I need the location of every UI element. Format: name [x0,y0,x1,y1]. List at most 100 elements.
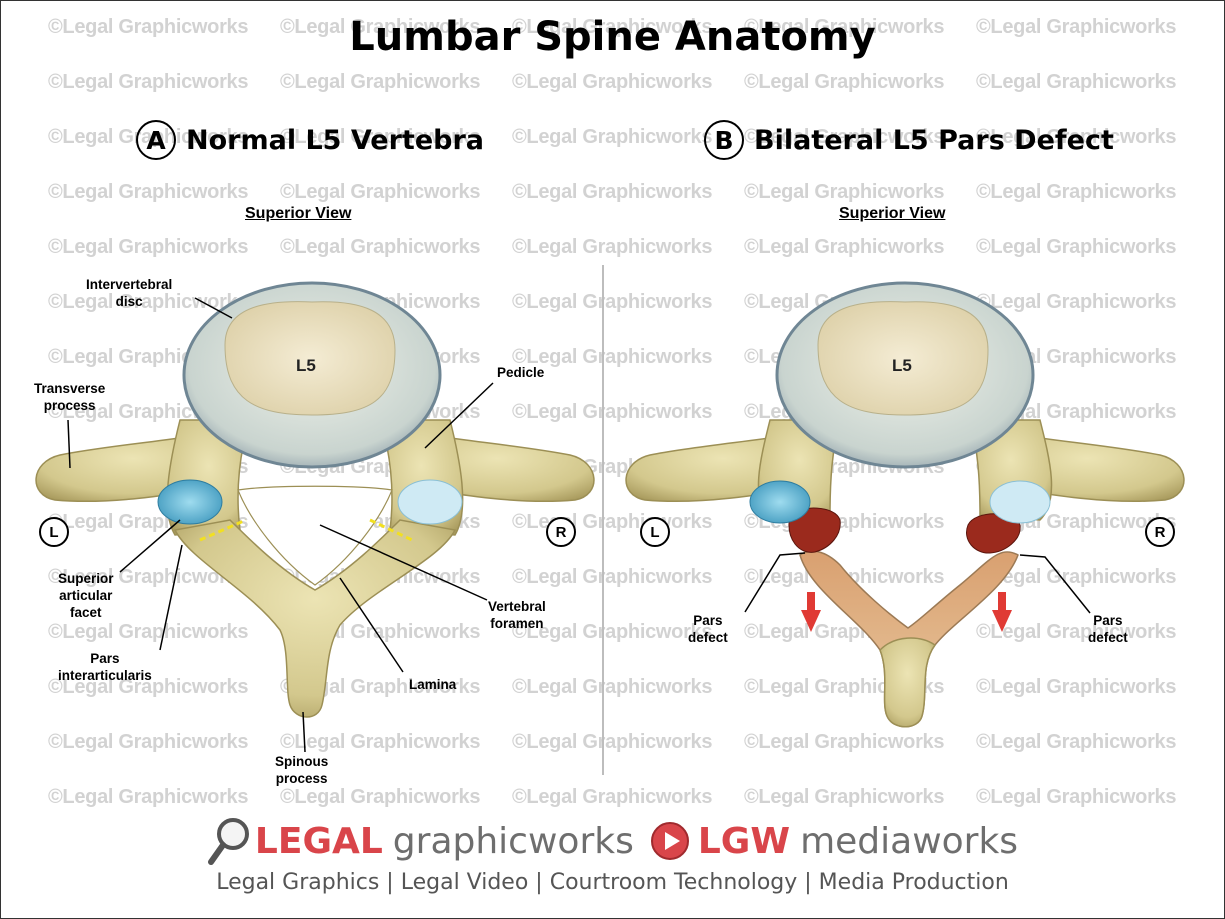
brand1-strong: LEGAL [254,820,383,862]
copyright-watermark: ©Legal Graphicworks [48,731,249,753]
panel-a-letter: A [136,120,176,160]
panel-a-heading: A Normal L5 Vertebra [136,120,484,160]
b-nucleus-pulposus [817,301,989,416]
copyright-watermark: ©Legal Graphicworks [976,731,1177,753]
copyright-watermark: ©Legal Graphicworks [976,16,1177,38]
lamina-arch [173,519,457,718]
label-intervertebral-disc: Intervertebral disc [86,277,173,309]
b-right-displacement-arrow [992,592,1012,632]
label-transverse-process: Transverse process [34,381,106,413]
copyright-watermark: ©Legal Graphicworks [976,71,1177,93]
b-left-displacement-arrow [801,592,821,632]
copyright-watermark: ©Legal Graphicworks [280,181,481,203]
panel-a-vertebra-label: L5 [296,356,316,375]
panel-b-right-marker: R [1145,517,1175,547]
brand2-strong: LGW [697,820,791,862]
panel-b-view-label: Superior View [839,205,946,222]
copyright-watermark: ©Legal Graphicworks [280,786,481,808]
b-left-defect-zone [788,507,841,553]
copyright-watermark: ©Legal Graphicworks [744,731,945,753]
label-superior-articular-facet: Superior articular facet [58,571,114,620]
label-lamina: Lamina [409,677,457,692]
label-vertebral-foramen: Vertebral foramen [488,599,546,631]
copyright-watermark: ©Legal Graphicworks [976,621,1177,643]
footer-tagline: Legal Graphics | Legal Video | Courtroom… [216,870,1009,895]
left-superior-articular-facet [157,479,223,525]
label-spinous-process: Spinous process [275,754,329,786]
copyright-watermark: ©Legal Graphicworks [48,71,249,93]
copyright-watermark: ©Legal Graphicworks [512,401,713,423]
panel-b-heading: B Bilateral L5 Pars Defect [704,120,1114,160]
defect-vertebra [625,281,1185,728]
brand2-weak: mediaworks [800,820,1019,862]
copyright-watermark: ©Legal Graphicworks [512,566,713,588]
copyright-watermark: ©Legal Graphicworks [512,621,713,643]
brand1-weak: graphicworks [392,820,634,862]
copyright-watermark: ©Legal Graphicworks [744,71,945,93]
copyright-watermark: ©Legal Graphicworks [976,291,1177,313]
copyright-watermark: ©Legal Graphicworks [48,181,249,203]
vertebral-foramen [237,485,393,586]
copyright-watermark: ©Legal Graphicworks [48,621,249,643]
copyright-watermark: ©Legal Graphicworks [48,16,249,38]
copyright-watermark: ©Legal Graphicworks [48,236,249,258]
label-pars-defect-right: Pars defect [1088,613,1128,645]
copyright-watermark: ©Legal Graphicworks [976,566,1177,588]
copyright-watermark: ©Legal Graphicworks [512,181,713,203]
copyright-watermark: ©Legal Graphicworks [744,126,945,148]
b-left-facet [749,480,811,524]
copyright-watermark: ©Legal Graphicworks [280,731,481,753]
copyright-watermark: ©Legal Graphicworks [512,71,713,93]
copyright-watermark: ©Legal Graphicworks [48,676,249,698]
label-pedicle: Pedicle [497,365,545,380]
label-pars-defect-left: Pars defect [688,613,728,645]
panel-b-title: Bilateral L5 Pars Defect [754,124,1114,156]
right-superior-articular-facet [397,479,463,525]
copyright-watermark: ©Legal Graphicworks [512,126,713,148]
panel-a-view-label: Superior View [245,205,352,222]
copyright-watermark: ©Legal Graphicworks [48,786,249,808]
copyright-watermark: ©Legal Graphicworks [744,786,945,808]
panel-a-left-marker: L [39,517,69,547]
magnifier-icon [207,818,249,865]
copyright-watermark: ©Legal Graphicworks [512,676,713,698]
brand-lgw-mediaworks[interactable]: LGW mediaworks [634,821,1018,862]
copyright-watermark: ©Legal Graphicworks [976,236,1177,258]
copyright-watermark: ©Legal Graphicworks [48,291,249,313]
b-right-facet [989,480,1051,524]
copyright-watermark: ©Legal Graphicworks [744,16,945,38]
copyright-watermark: ©Legal Graphicworks [744,181,945,203]
copyright-watermark: ©Legal Graphicworks [280,71,481,93]
footer-branding: LEGAL graphicworks LGW mediaworks [0,816,1225,866]
left-pars-marker [199,518,247,542]
normal-vertebra [35,281,595,753]
label-pars-interarticularis: Pars interarticularis [58,651,152,683]
copyright-watermark: ©Legal Graphicworks [280,236,481,258]
copyright-watermark: ©Legal Graphicworks [512,236,713,258]
b-right-defect-zone [966,513,1021,554]
right-pars-marker [369,518,413,542]
copyright-watermark: ©Legal Graphicworks [512,731,713,753]
panel-b-left-marker: L [640,517,670,547]
copyright-watermark: ©Legal Graphicworks [512,346,713,368]
b-spinous-process [879,637,937,728]
panel-b-vertebra-label: L5 [892,356,912,375]
nucleus-pulposus [224,301,396,416]
copyright-watermark: ©Legal Graphicworks [280,16,481,38]
play-icon [650,822,689,860]
page-title: Lumbar Spine Anatomy [349,14,876,60]
copyright-watermark: ©Legal Graphicworks [48,566,249,588]
panel-a-title: Normal L5 Vertebra [186,124,484,156]
copyright-watermark: ©Legal Graphicworks [280,126,481,148]
copyright-watermark: ©Legal Graphicworks [976,126,1177,148]
copyright-watermark: ©Legal Graphicworks [976,181,1177,203]
copyright-watermark: ©Legal Graphicworks [280,676,481,698]
copyright-watermark: ©Legal Graphicworks [744,236,945,258]
copyright-watermark: ©Legal Graphicworks [976,676,1177,698]
copyright-watermark: ©Legal Graphicworks [512,16,713,38]
copyright-watermark: ©Legal Graphicworks [512,786,713,808]
brand-legal-graphicworks[interactable]: LEGAL graphicworks [207,816,634,866]
copyright-watermark: ©Legal Graphicworks [976,786,1177,808]
